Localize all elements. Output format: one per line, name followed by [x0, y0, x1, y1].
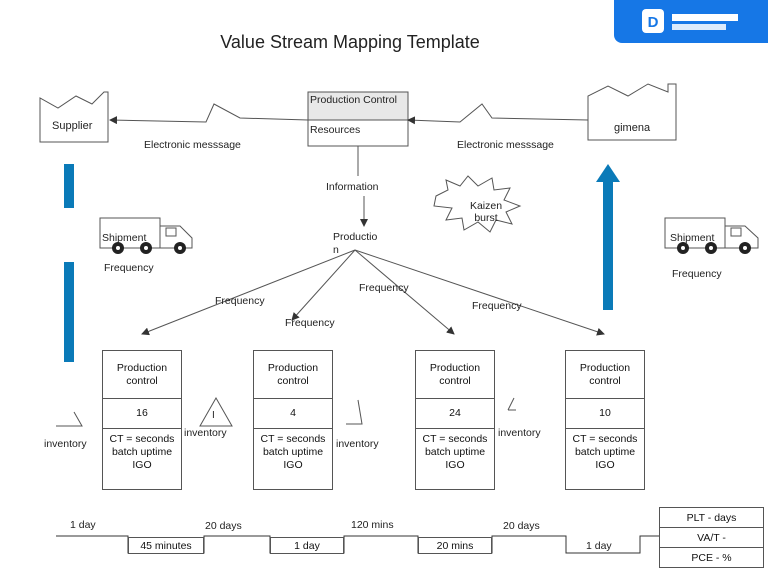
truck-right-icon	[664, 217, 759, 254]
process-value: 4	[254, 399, 332, 429]
customer-factory-icon	[587, 83, 677, 141]
timeline-bottom-3: 20 mins	[418, 537, 492, 554]
production-control-resources: Resources	[310, 124, 361, 136]
shipment-left-label: Shipment	[102, 232, 147, 244]
information-label: Information	[326, 181, 379, 193]
process-details: CT = seconds batch uptime IGO	[572, 433, 638, 471]
frequency-label-2: Frequency	[285, 317, 335, 329]
timeline-top-4: 20 days	[503, 520, 540, 532]
inventory-label-2: inventory	[184, 427, 227, 439]
process-header: Production control	[416, 351, 494, 399]
electronic-message-left: Electronic messsage	[144, 139, 241, 151]
process-header: Production control	[254, 351, 332, 399]
inventory-label-1: inventory	[44, 438, 87, 450]
process-box-3[interactable]: Production control 24 CT = seconds batch…	[415, 350, 495, 490]
summary-table: PLT - days VA/T - PCE - %	[659, 507, 764, 568]
summary-pce: PCE - %	[691, 551, 732, 564]
inventory-label-3: inventory	[336, 438, 379, 450]
inventory-label-4: inventory	[498, 427, 541, 439]
shipment-left-frequency: Frequency	[104, 262, 154, 274]
shipment-right-label: Shipment	[670, 232, 715, 244]
timeline-bottom-4: 1 day	[586, 540, 612, 552]
supplier-flow-bar-top	[64, 164, 74, 208]
truck-left-icon	[99, 217, 193, 254]
process-value: 24	[416, 399, 494, 429]
process-header: Production control	[103, 351, 181, 399]
page-title: Value Stream Mapping Template	[220, 32, 480, 52]
electronic-message-right-line	[407, 103, 589, 125]
timeline-bottom-1: 45 minutes	[128, 537, 204, 554]
frequency-label-3: Frequency	[359, 282, 409, 294]
process-value: 10	[566, 399, 644, 429]
process-details: CT = seconds batch uptime IGO	[260, 433, 326, 471]
production-node-line2: n	[333, 244, 339, 256]
inventory-icon-2	[199, 396, 233, 427]
summary-vat: VA/T -	[660, 528, 763, 548]
production-node-line1: Productio	[333, 231, 378, 243]
brand-logo: D	[614, 0, 768, 43]
kaizen-label: Kaizen burst	[469, 200, 503, 224]
frequency-label-1: Frequency	[215, 295, 265, 307]
customer-up-arrow-icon	[596, 164, 620, 310]
timeline-bottom-2: 1 day	[270, 537, 344, 554]
supplier-factory-icon	[39, 91, 109, 143]
svg-text:D: D	[648, 14, 659, 31]
brand-icon: D	[642, 9, 738, 33]
electronic-message-left-line	[109, 103, 309, 125]
summary-plt: PLT - days	[660, 508, 763, 528]
timeline-top-3: 120 mins	[351, 519, 394, 531]
timeline-top-2: 20 days	[205, 520, 242, 532]
process-details: CT = seconds batch uptime IGO	[422, 433, 488, 471]
supplier-label: Supplier	[52, 120, 93, 132]
process-header: Production control	[566, 351, 644, 399]
process-value: 16	[103, 399, 181, 429]
inventory-icon-1	[56, 411, 83, 427]
production-control-title: Production Control	[310, 94, 397, 106]
inventory-symbol-letter: I	[212, 410, 215, 421]
process-box-1[interactable]: Production control 16 CT = seconds batch…	[102, 350, 182, 490]
customer-label: gimena	[614, 122, 651, 134]
inventory-icon-4	[507, 397, 516, 411]
frequency-label-4: Frequency	[472, 300, 522, 312]
supplier-flow-bar-bottom	[64, 262, 74, 362]
electronic-message-right: Electronic messsage	[457, 139, 554, 151]
process-box-4[interactable]: Production control 10 CT = seconds batch…	[565, 350, 645, 490]
inventory-icon-3	[346, 399, 363, 425]
kaizen-burst-icon	[433, 175, 522, 233]
process-details: CT = seconds batch uptime IGO	[109, 433, 175, 471]
timeline-top-1: 1 day	[70, 519, 96, 531]
process-box-2[interactable]: Production control 4 CT = seconds batch …	[253, 350, 333, 490]
shipment-right-frequency: Frequency	[672, 268, 722, 280]
